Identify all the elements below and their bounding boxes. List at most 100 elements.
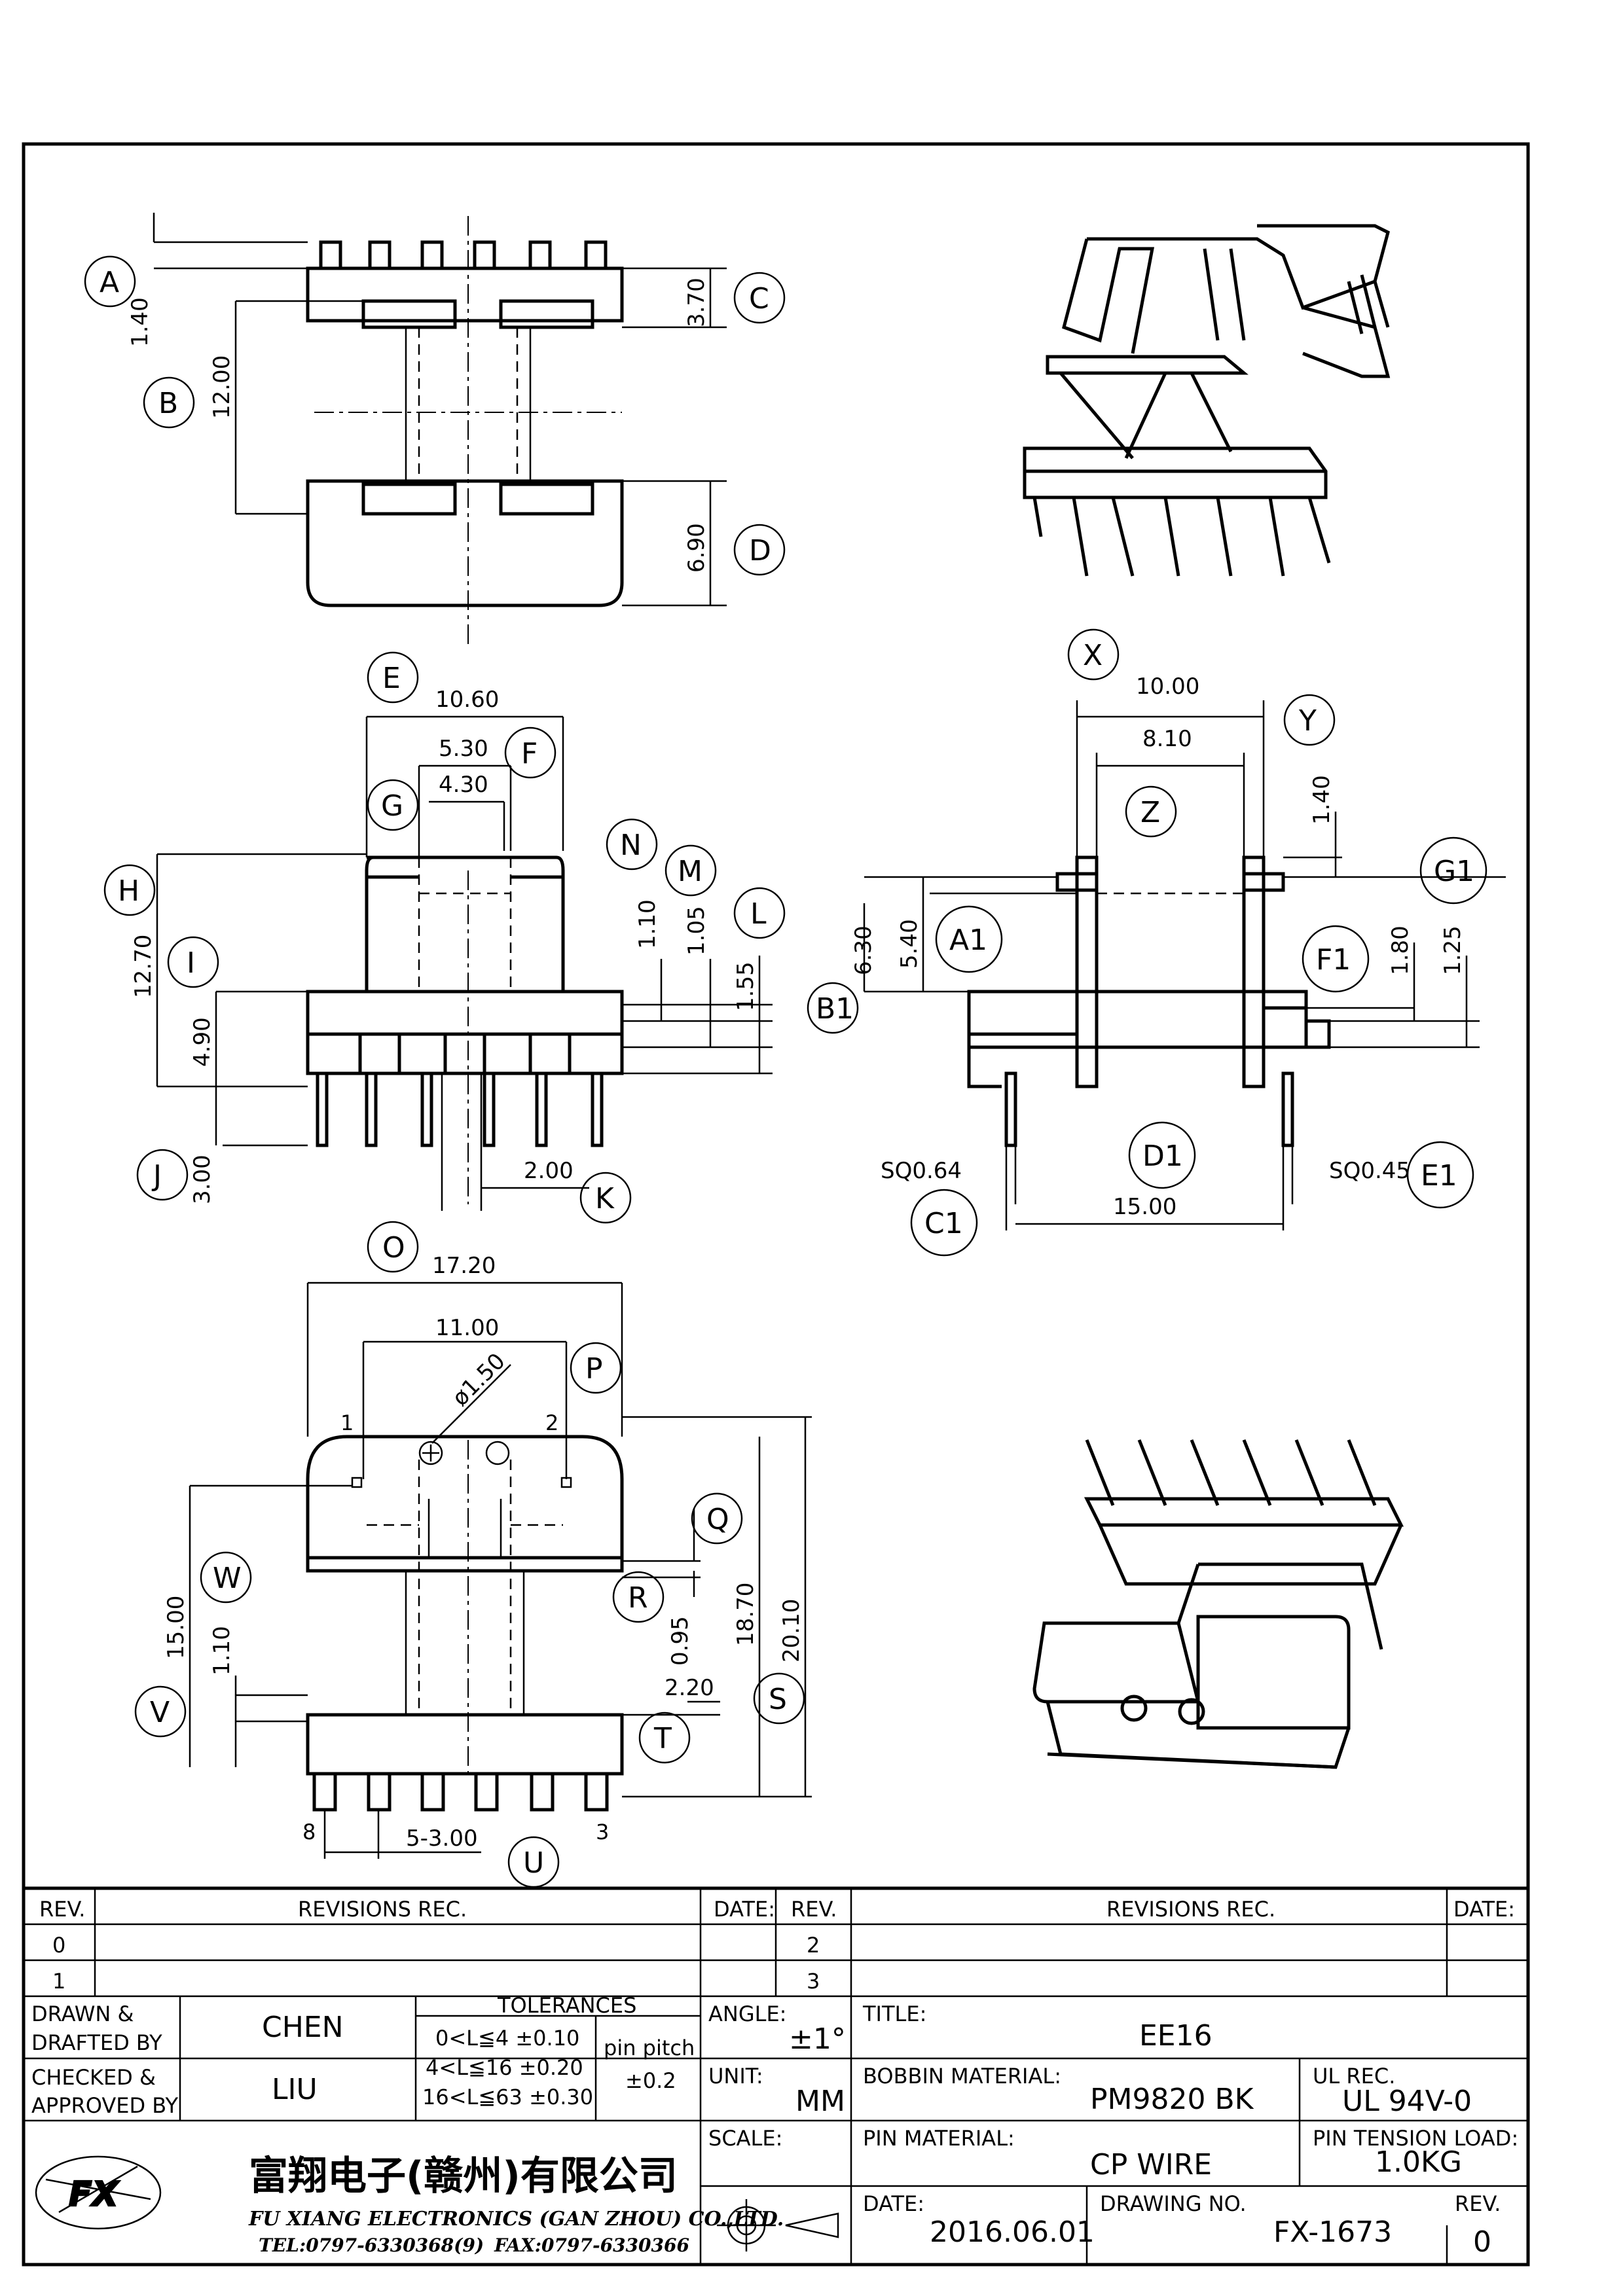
label-c1: C1 (924, 1207, 963, 1240)
company-name-en: FU XIANG ELECTRONICS (GAN ZHOU) CO.,LTD. (248, 2208, 784, 2231)
rev-row-2: 2 (807, 1933, 820, 1958)
dim-6-30: 6.30 (850, 925, 877, 975)
pin-tension-value: 1.0KG (1375, 2145, 1462, 2179)
dim-4-30: 4.30 (439, 772, 488, 798)
label-j: J (151, 1159, 162, 1193)
dim-6-90: 6.90 (684, 523, 710, 573)
pin-material-value: CP WIRE (1090, 2148, 1212, 2181)
dim-1-10: 1.10 (634, 899, 661, 949)
rev-label: REV. (1455, 2191, 1501, 2216)
label-v: V (150, 1696, 170, 1729)
label-g: G (381, 789, 403, 823)
rev-value: 0 (1473, 2225, 1491, 2259)
front-view: 10.60 5.30 4.30 12.70 4.90 1.10 1.05 1.5… (103, 651, 786, 1224)
label-e1: E1 (1421, 1159, 1457, 1193)
label-q: Q (706, 1503, 729, 1536)
rev-row-3: 3 (807, 1969, 820, 1994)
dim-2-20: 2.20 (665, 1675, 714, 1701)
label-a1: A1 (949, 924, 987, 957)
projection-symbol (717, 2199, 839, 2251)
drawn-by-value: CHEN (262, 2011, 344, 2044)
label-p: P (585, 1352, 603, 1386)
tolerance-row-2: 4<L≦16 ±0.20 (426, 2055, 583, 2080)
dim-12-00: 12.00 (209, 355, 235, 419)
label-y: Y (1298, 704, 1317, 738)
label-t: T (653, 1722, 672, 1755)
top-view: 1.40 12.00 3.70 6.90 A B C D (84, 213, 786, 645)
dim-17-20: 17.20 (432, 1253, 496, 1279)
revisions-header-right: REVISIONS REC. (1106, 1897, 1275, 1922)
label-s: S (769, 1683, 787, 1716)
pin-label-2: 2 (545, 1410, 558, 1435)
dim-2-00: 2.00 (524, 1158, 574, 1184)
label-n: N (620, 829, 642, 862)
date-header-right: DATE: (1453, 1897, 1515, 1922)
dim-sq0-64: SQ0.64 (881, 1158, 962, 1184)
rev-row-1: 1 (52, 1969, 65, 1994)
dim-1-05: 1.05 (684, 906, 710, 956)
label-a: A (100, 266, 119, 299)
label-b1: B1 (816, 992, 854, 1026)
isometric-view-top (1023, 224, 1391, 577)
date-label: DATE: (863, 2191, 924, 2216)
label-w: W (213, 1562, 242, 1595)
dim-5-40: 5.40 (896, 919, 922, 969)
dim-15-00: 15.00 (163, 1596, 189, 1659)
ul-rec-value: UL 94V-0 (1342, 2085, 1472, 2118)
title-block: REV. REVISIONS REC. DATE: REV. REVISIONS… (24, 1886, 1528, 2265)
angle-value: ±1° (789, 2022, 846, 2056)
pin-label-1: 1 (340, 1410, 354, 1435)
date-value: 2016.06.01 (930, 2215, 1095, 2249)
unit-label: UNIT: (708, 2064, 763, 2089)
tolerance-row-1: 0<L≦4 ±0.10 (435, 2026, 579, 2051)
checked-label: CHECKED & (31, 2065, 156, 2090)
dim-1-40-side: 1.40 (1309, 775, 1335, 825)
dim-0-95: 0.95 (667, 1616, 693, 1666)
label-o: O (382, 1231, 405, 1265)
label-x: X (1083, 639, 1103, 672)
company-name-cn: 富翔电子(赣州)有限公司 (249, 2153, 678, 2199)
pin-material-label: PIN MATERIAL: (863, 2126, 1015, 2151)
side-view: 10.00 8.10 1.40 6.30 5.40 1.80 1.25 SQ0.… (807, 628, 1506, 1257)
dim-1-55: 1.55 (733, 961, 759, 1011)
dim-1-10-bottom: 1.10 (209, 1626, 235, 1676)
label-c: C (749, 282, 769, 315)
checked-by-value: LIU (272, 2073, 318, 2106)
title-label: TITLE: (862, 2001, 926, 2026)
dim-10-00: 10.00 (1136, 673, 1199, 700)
dim-3-00: 3.00 (189, 1155, 215, 1204)
label-m: M (678, 855, 702, 888)
dim-10-60: 10.60 (435, 687, 499, 713)
label-h: H (118, 874, 139, 908)
pin-label-8: 8 (302, 1820, 316, 1844)
dim-5-30: 5.30 (439, 736, 488, 762)
bobbin-material-label: BOBBIN MATERIAL: (863, 2064, 1061, 2089)
label-e: E (382, 662, 401, 695)
dim-8-10: 8.10 (1142, 726, 1192, 752)
pin-tension-label: PIN TENSION LOAD: (1313, 2126, 1518, 2151)
drafted-label: DRAFTED BY (31, 2030, 162, 2055)
revisions-header-left: REVISIONS REC. (298, 1897, 467, 1922)
bobbin-material-value: PM9820 BK (1090, 2083, 1254, 2116)
tolerance-row-3: 16<L≦63 ±0.30 (422, 2085, 593, 2109)
dim-11-00: 11.00 (435, 1315, 499, 1341)
label-g1: G1 (1434, 855, 1474, 888)
rev-header-right: REV. (791, 1897, 837, 1922)
dim-1-40: 1.40 (127, 297, 153, 347)
dim-sq0-45: SQ0.45 (1329, 1158, 1410, 1184)
rev-row-0: 0 (52, 1933, 65, 1958)
tolerances-header: TOLERANCES (497, 1993, 636, 2018)
sheet-border (22, 142, 1530, 2267)
label-i: I (187, 946, 195, 980)
svg-text:FX: FX (69, 2175, 120, 2214)
label-b: B (158, 387, 178, 420)
dim-20-10: 20.10 (778, 1599, 805, 1662)
label-l: L (750, 897, 767, 931)
label-d: D (749, 534, 771, 567)
drawing-no-label: DRAWING NO. (1100, 2191, 1247, 2216)
company-tel: TEL:0797-6330368(9) (259, 2234, 484, 2256)
drawing-no-value: FX-1673 (1273, 2215, 1392, 2249)
pin-pitch-value: ±0.2 (625, 2068, 676, 2093)
label-k: K (595, 1182, 615, 1215)
